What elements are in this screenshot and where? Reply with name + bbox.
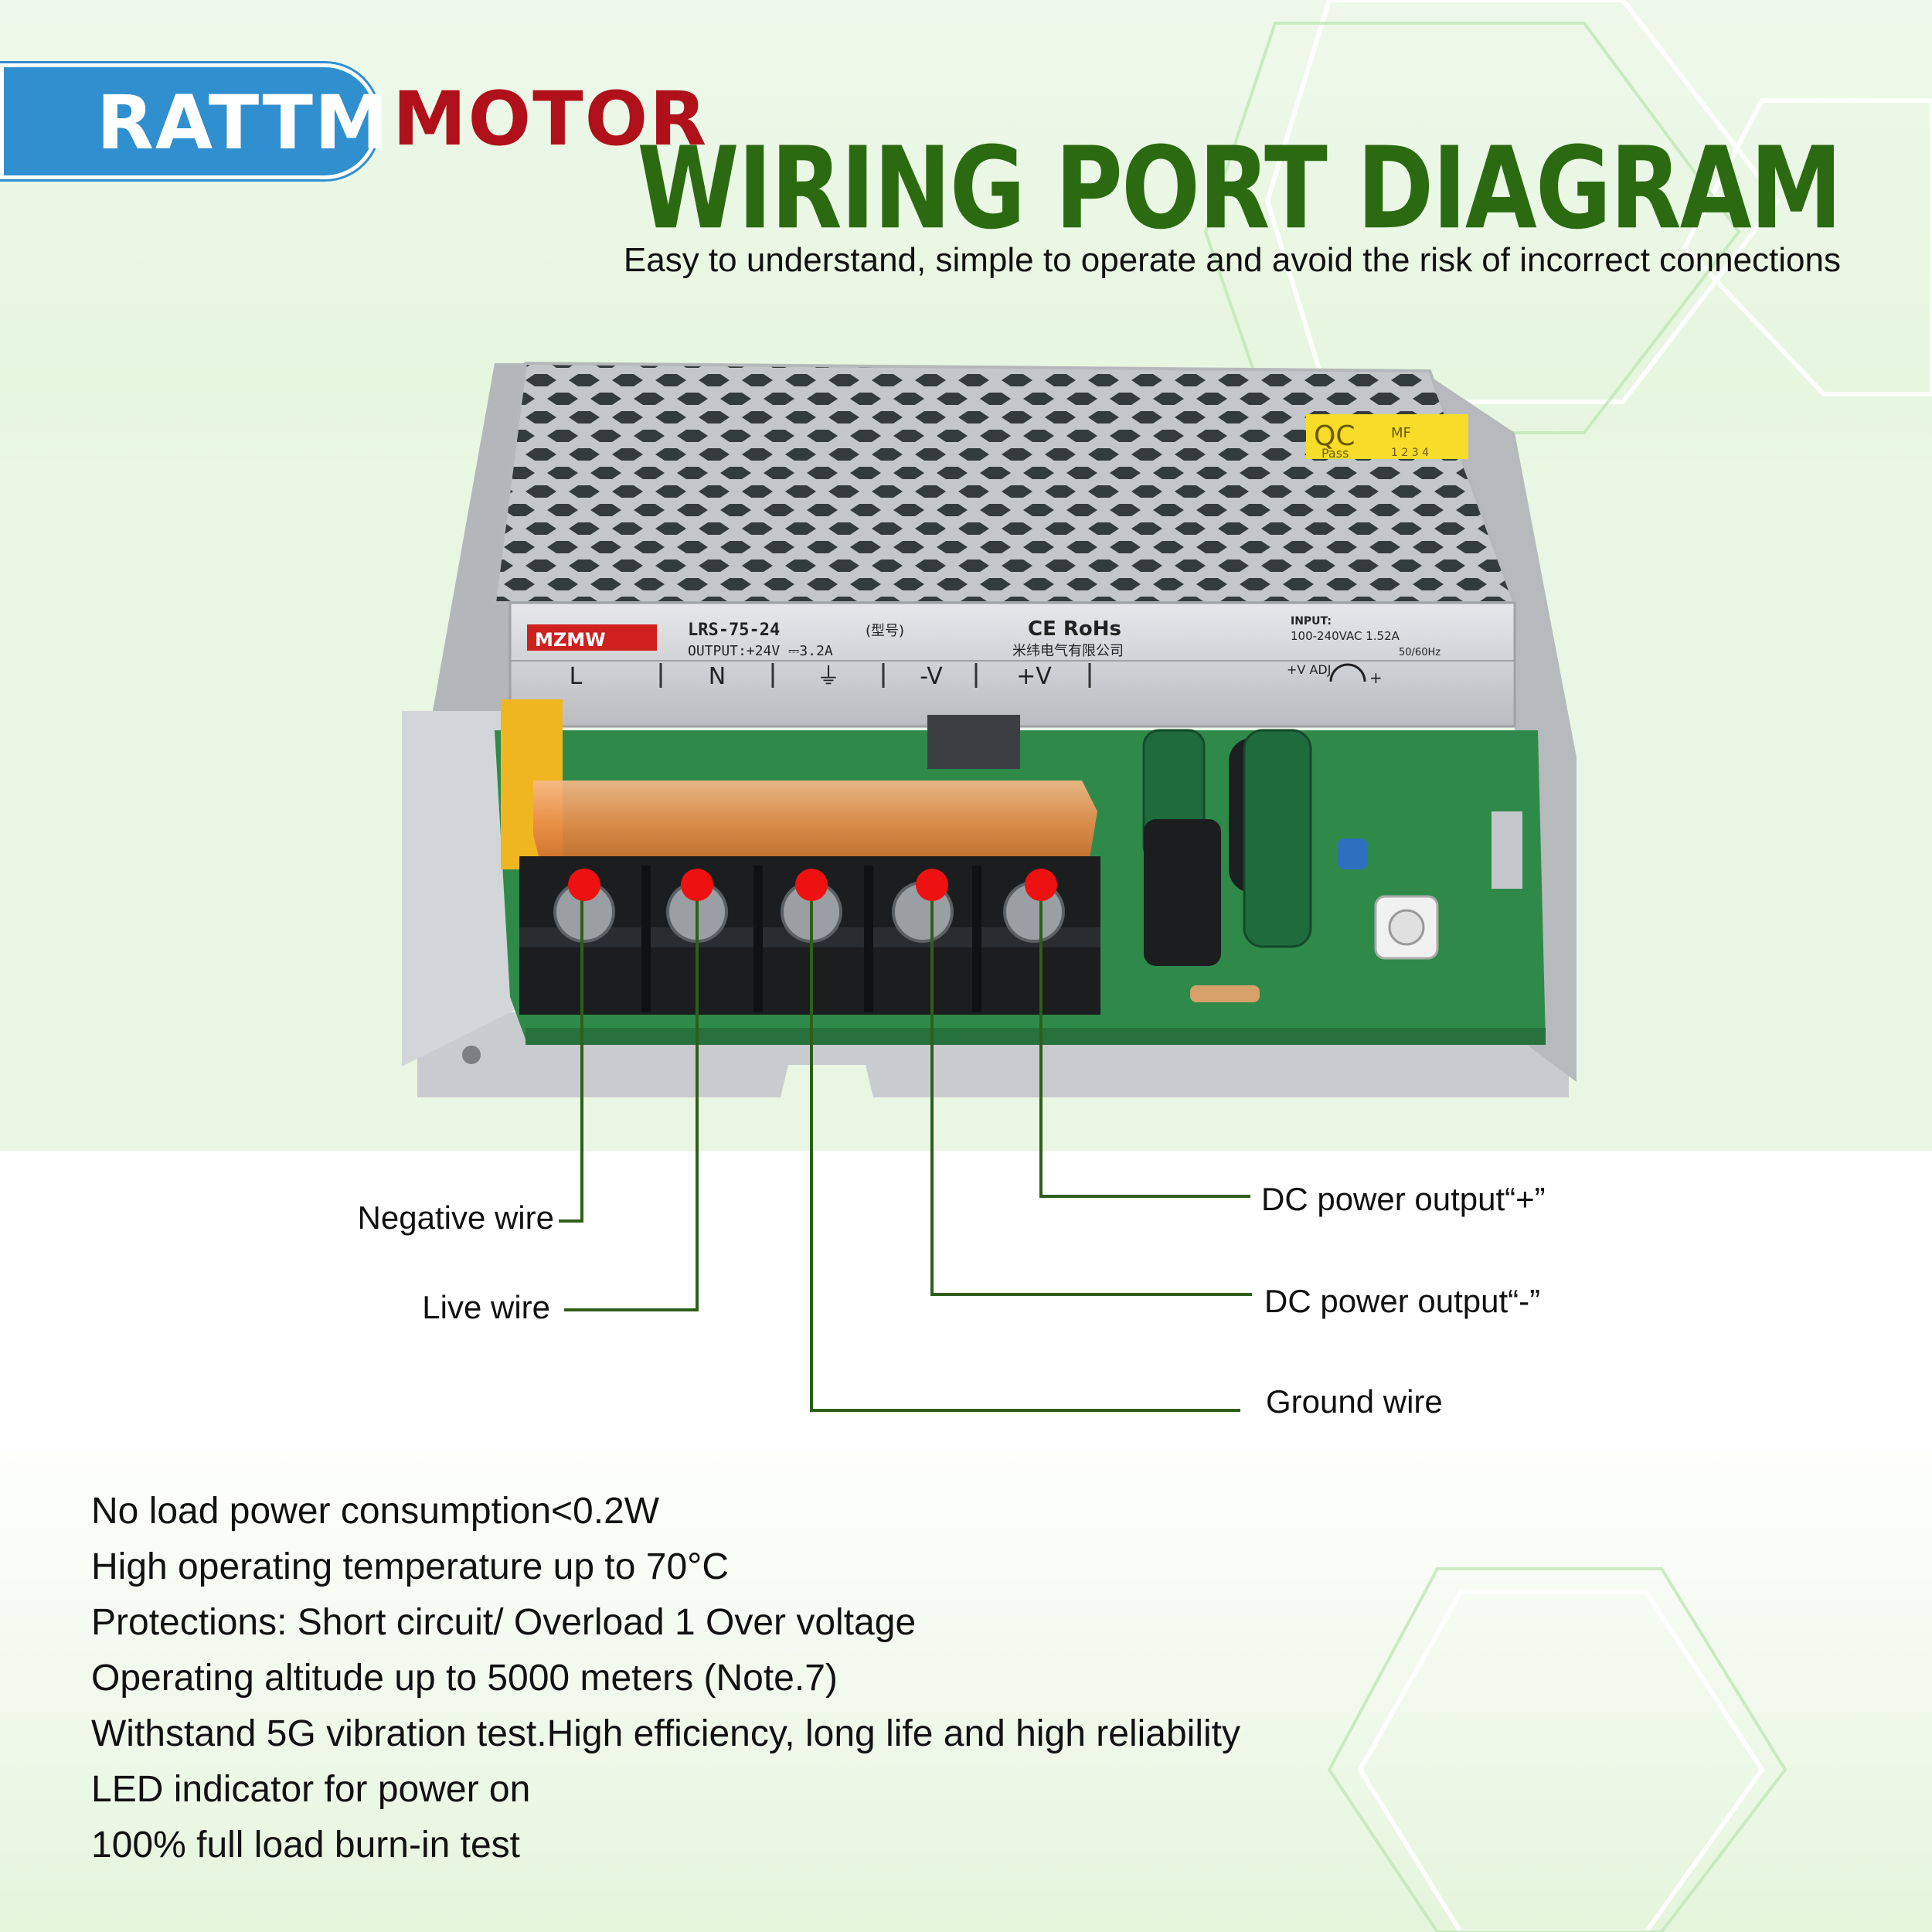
terminal-marker-dot [681, 869, 713, 901]
adj-plus: + [1369, 668, 1383, 687]
output-spec: OUTPUT:+24V ⎓3.2A [688, 643, 833, 659]
choke [1144, 819, 1221, 966]
qc-grid: 1 2 3 4 [1391, 447, 1429, 459]
ground-symbol-icon: ⏚ [817, 663, 840, 690]
page-subtitle: Easy to understand, simple to operate an… [623, 241, 1841, 279]
hexagon-edge-right [1682, 98, 1932, 396]
feature-item: High operating temperature up to 70°C [91, 1546, 730, 1587]
brand-logo-left-text: RATTM [97, 80, 390, 166]
callout-dc-minus: DC power output“-” [1264, 1283, 1541, 1319]
electrolytic-capacitor-2 [1243, 729, 1312, 948]
feature-item: No load power consumption<0.2W [91, 1491, 660, 1532]
terminal-label-N: N [709, 663, 726, 690]
input-title: INPUT: [1291, 615, 1332, 628]
terminal-label-minus-v: -V [920, 663, 943, 690]
model-text: LRS-75-24 [688, 621, 780, 640]
model-suffix: (型号) [866, 623, 904, 639]
leader-live [564, 885, 699, 1311]
cert-marks: CE RoHs [1028, 617, 1121, 641]
qc-sticker [1306, 414, 1468, 459]
maker-badge [527, 624, 657, 651]
terminal-label-L: L [570, 663, 583, 690]
input-value: 100-240VAC 1.52A [1291, 629, 1400, 643]
terminal-cover [533, 781, 1097, 866]
terminal-label-plus-v: +V [1016, 663, 1052, 690]
leader-ground [810, 885, 1240, 1412]
adj-label: +V ADJ [1287, 662, 1331, 677]
feature-list: No load power consumption<0.2W High oper… [91, 1484, 1240, 1873]
feature-item: Operating altitude up to 5000 meters (No… [91, 1658, 838, 1699]
callout-dc-plus: DC power output“+” [1261, 1181, 1546, 1217]
leader-negative [559, 885, 583, 1223]
qc-pass: Pass [1321, 446, 1349, 461]
terminal-marker-dot [916, 869, 948, 901]
feature-item: LED indicator for power on [91, 1769, 531, 1810]
feature-item: Withstand 5G vibration test.High efficie… [91, 1713, 1240, 1754]
callout-live-wire: Live wire [422, 1289, 550, 1325]
qc-text: QC [1314, 420, 1355, 452]
hexagon-bottom-right [1357, 1590, 1765, 1932]
hexagon-top-right [1264, 0, 1781, 404]
feature-item: Protections: Short circuit/ Overload 1 O… [91, 1602, 917, 1643]
callout-ground-wire: Ground wire [1266, 1383, 1443, 1420]
terminal-marker-dot [795, 869, 828, 901]
qc-mf: MF [1391, 425, 1411, 441]
terminal-marker-dot [568, 869, 600, 901]
callout-negative-wire: Negative wire [357, 1199, 554, 1236]
page-title: WIRING PORT DIAGRAM [637, 124, 1842, 255]
feature-item: 100% full load burn-in test [91, 1825, 520, 1866]
leader-dc-plus [1039, 885, 1250, 1198]
case-left-wall [402, 711, 526, 1066]
maker-text: MZMW [535, 629, 606, 651]
company-name: 米纬电气有限公司 [1012, 643, 1124, 659]
brand-logo-right-text: MOTOR [393, 76, 709, 162]
leader-dc-minus [930, 885, 1252, 1296]
adj-knob-icon [1329, 663, 1366, 682]
frequency-text: 50/60Hz [1399, 647, 1440, 658]
mount-hole [462, 1046, 481, 1064]
brand-logo-badge: RATTM [0, 63, 388, 179]
blue-capacitor [1337, 838, 1368, 869]
terminal-marker-dot [1025, 869, 1057, 901]
regulator-chip [927, 715, 1020, 769]
resistor [1190, 985, 1260, 1002]
